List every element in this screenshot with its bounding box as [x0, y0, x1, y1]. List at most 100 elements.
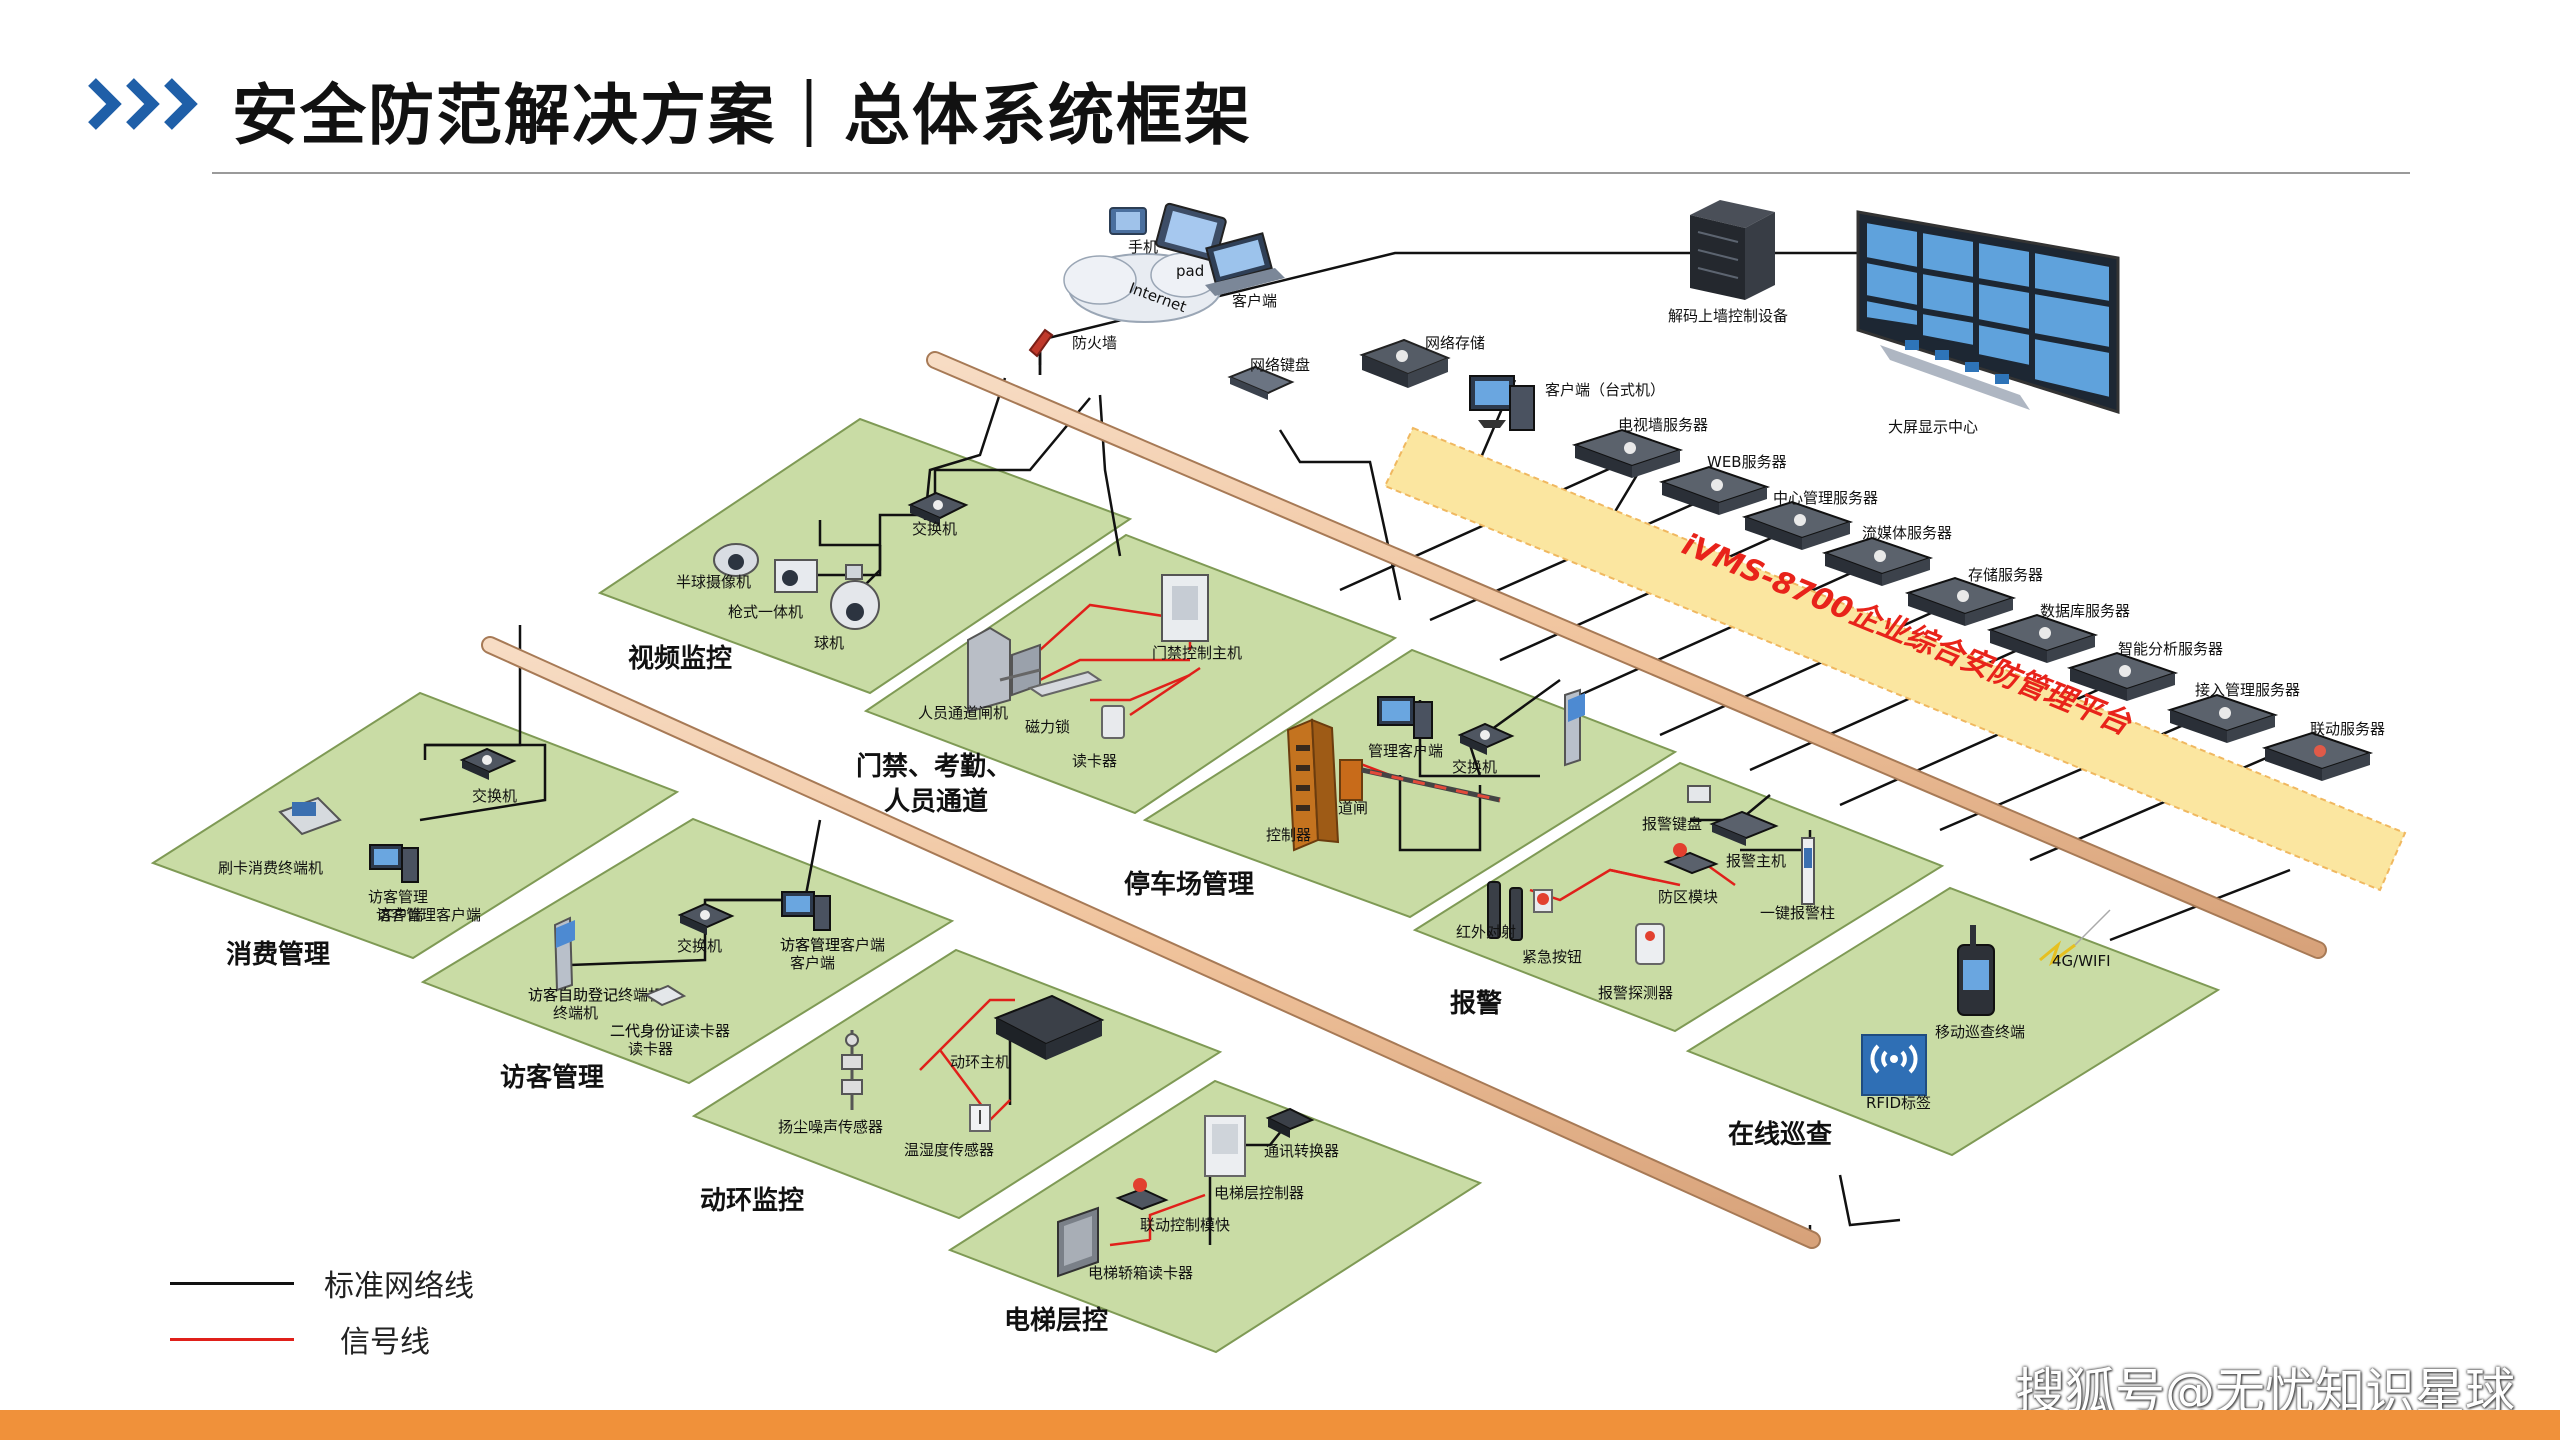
legend-signal-row: 信号线: [170, 1311, 474, 1367]
net-storage-icon: [1359, 338, 1451, 388]
video-switch-label: 交换机: [912, 520, 957, 538]
video-wall-icon: [1856, 210, 2120, 415]
server-access-mgmt: 接入管理服务器: [2166, 681, 2300, 743]
parking-switch-icon: [1457, 722, 1515, 755]
alarm-detector-icon: [1635, 923, 1665, 965]
consume-switch-label: 交换机: [472, 787, 517, 805]
server-web: WEB服务器: [1658, 453, 1787, 515]
server-label: 联动服务器: [2310, 720, 2385, 738]
visitor-kiosk-label: 访客自助登记终端机: [528, 986, 663, 1004]
patrol-terminal-icon: [1957, 925, 1995, 1016]
page-title: 安全防范解决方案｜总体系统框架: [232, 77, 1252, 154]
internet-cloud: Internet: [1063, 252, 1222, 323]
emergency-button-label: 紧急按钮: [1522, 948, 1582, 966]
visitor-kiosk-icon: [553, 916, 575, 992]
server-label: 存储服务器: [1968, 566, 2043, 584]
infrared-label: 红外对射: [1456, 923, 1516, 941]
visitor-switch-label: 交换机: [677, 937, 722, 955]
visitor-client-label-1: 访客管理: [780, 936, 840, 954]
legend-network-row: 标准网络线: [170, 1255, 474, 1311]
visitor-client-icon: [781, 891, 831, 931]
barrier-controller-icon: [1286, 718, 1340, 852]
firewall-icon: [1028, 328, 1054, 358]
kiosk-icon: [1564, 688, 1585, 767]
parking-switch-label: 交换机: [1452, 758, 1497, 776]
patrol-terminal-label: 移动巡查终端: [1935, 1023, 2025, 1041]
env-host-label: 动环主机: [950, 1053, 1010, 1071]
desktop-client-icon: [1469, 375, 1535, 431]
alarm-keyboard-label: 报警键盘: [1642, 815, 1702, 833]
emergency-button-icon: [1533, 889, 1553, 913]
card-reader-icon: [1101, 705, 1125, 739]
wireless-signal-icon: [2039, 909, 2111, 967]
parking-client-icon: [1377, 696, 1433, 739]
consume-client-label-1: 访客管理: [368, 888, 428, 906]
zone-elevator: [947, 1079, 1483, 1354]
pad-label: pad: [1176, 262, 1204, 280]
floor-controller-label: 电梯层控制器: [1214, 1184, 1304, 1202]
alarm-host-icon: [1709, 810, 1779, 846]
video-zone-title: 视频监控: [628, 644, 732, 674]
bigscreen-label: 大屏显示中心: [1888, 418, 1978, 436]
pad-icon: [1155, 202, 1227, 262]
client-label: 客户端: [1232, 292, 1277, 310]
converter-label: 通讯转换器: [1264, 1142, 1339, 1160]
decoder-label: 解码上墙控制设备: [1668, 307, 1788, 325]
alarm-detector-label: 报警探测器: [1598, 984, 1673, 1002]
elevator-zone-title: 电梯层控: [1004, 1306, 1108, 1336]
server-storage: 存储服务器: [1904, 566, 2043, 626]
id-reader-label: 二代身份证读卡器: [610, 1022, 730, 1040]
alarm-pillar-label: 一键报警柱: [1760, 904, 1835, 922]
linkage-module-icon: [1115, 1178, 1169, 1211]
ball-camera-icon: [830, 564, 880, 630]
maglock-label: 磁力锁: [1025, 718, 1070, 736]
network-lines: [419, 251, 2291, 1245]
ball-camera-label: 球机: [814, 634, 844, 652]
visitor-kiosk-label-2: 终端机: [553, 1004, 598, 1022]
patrol-zone-title: 在线巡查: [1728, 1120, 1832, 1150]
alarm-pillar-icon: [1801, 837, 1815, 905]
zone-module-icon: [1663, 843, 1719, 875]
legend-signal-label: 信号线: [340, 1325, 430, 1360]
legend: 标准网络线 信号线: [170, 1255, 474, 1367]
consume-switch-icon: [459, 747, 517, 780]
zone-parking: [1142, 648, 1678, 919]
id-reader-label-1: 二代身份证: [610, 1022, 685, 1040]
footer-bar: [0, 1410, 2560, 1440]
dome-camera-icon: [713, 543, 759, 577]
zone-visitor: [420, 817, 955, 1085]
converter-icon: [1265, 1107, 1315, 1138]
phone-icon: [1109, 207, 1147, 235]
consume-client-icon: [369, 844, 419, 883]
chevron-arrows-icon: [88, 78, 198, 130]
gun-camera-label: 枪式一体机: [728, 603, 803, 621]
card-reader-label: 读卡器: [1072, 752, 1117, 770]
server-intelligent: 智能分析服务器: [2066, 640, 2223, 701]
zone-module-label: 防区模块: [1658, 888, 1718, 906]
env-host-icon: [993, 994, 1105, 1060]
laptop-icon: [1205, 232, 1285, 296]
alarm-keyboard-icon: [1687, 785, 1711, 803]
title-divider: [212, 172, 2410, 174]
legend-network-swatch: [170, 1281, 294, 1285]
network-pipe-upper: [926, 351, 2327, 959]
server-tv-wall: 电视墙服务器: [1571, 416, 1708, 478]
decoder-rack-icon: [1690, 200, 1775, 300]
id-reader-icon: [643, 984, 687, 1007]
alarm-zone-title: 报警: [1450, 988, 1502, 1019]
alarm-host-label: 报警主机: [1726, 852, 1786, 870]
barrier-gate-label: 道闸: [1338, 799, 1368, 817]
server-central-mgmt: 中心管理服务器: [1741, 489, 1878, 550]
consume-client-label-2: 客户端: [378, 906, 423, 924]
visitor-client-label-2: 客户端: [790, 954, 835, 972]
consume-client-label: 访客管理客户端: [376, 906, 481, 924]
server-label: 智能分析服务器: [2118, 640, 2223, 658]
net-keyboard-label: 网络键盘: [1250, 356, 1310, 374]
barrier-gate-icon: [1339, 759, 1501, 803]
server-label: 数据库服务器: [2040, 602, 2130, 620]
barrier-controller-label: 控制器: [1266, 826, 1311, 844]
server-label: 电视墙服务器: [1618, 416, 1708, 434]
gun-camera-icon: [774, 559, 818, 593]
legend-network-label: 标准网络线: [324, 1269, 474, 1304]
